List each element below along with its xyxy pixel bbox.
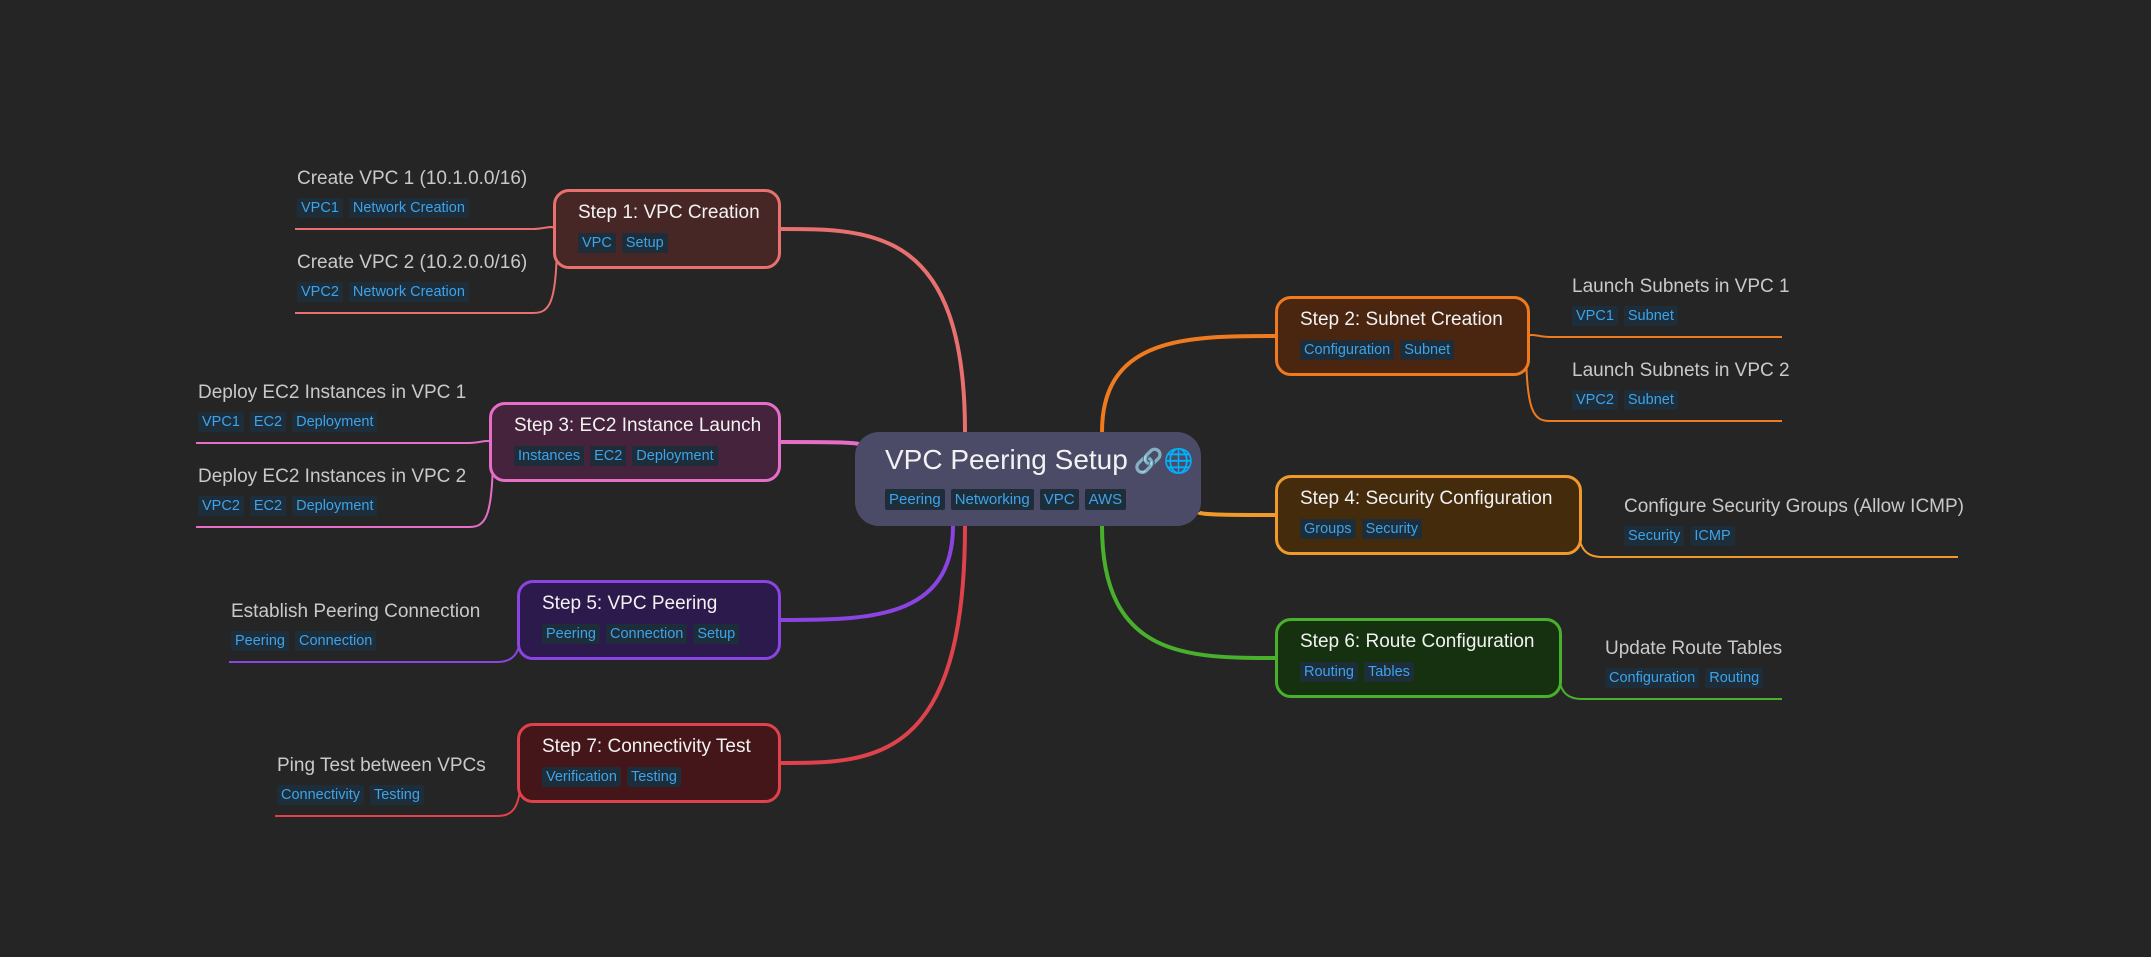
tag[interactable]: Routing xyxy=(1300,662,1358,682)
tag[interactable]: VPC1 xyxy=(297,198,343,218)
tag[interactable]: Deployment xyxy=(292,496,378,516)
tag[interactable]: Routing xyxy=(1705,668,1764,688)
leaf-node[interactable]: Configure Security Groups (Allow ICMP) Se… xyxy=(1624,496,1964,546)
tag[interactable]: Network Creation xyxy=(348,198,469,218)
tag[interactable]: EC2 xyxy=(249,496,287,516)
tag[interactable]: Setup xyxy=(693,624,740,644)
tag[interactable]: Connectivity xyxy=(277,785,364,805)
leaf-title: Create VPC 1 (10.1.0.0/16) xyxy=(297,168,528,189)
leaf-title: Create VPC 2 (10.2.0.0/16) xyxy=(297,252,528,273)
step-title: Step 4: Security Configuration xyxy=(1300,488,1553,509)
tag[interactable]: Setup xyxy=(621,233,668,253)
tag[interactable]: Subnet xyxy=(1623,306,1678,326)
tag[interactable]: AWS xyxy=(1084,489,1127,510)
tag[interactable]: Networking xyxy=(950,489,1034,510)
tag[interactable]: Connection xyxy=(294,631,377,651)
tag[interactable]: Groups xyxy=(1300,519,1356,539)
leaf-title: Configure Security Groups (Allow ICMP) xyxy=(1624,496,1964,517)
leaf-title: Deploy EC2 Instances in VPC 1 xyxy=(198,382,467,403)
tag[interactable]: Peering xyxy=(231,631,289,651)
tag[interactable]: VPC xyxy=(1039,489,1079,510)
step-title: Step 7: Connectivity Test xyxy=(542,736,751,757)
step-title: Step 2: Subnet Creation xyxy=(1300,309,1503,330)
step-title: Step 1: VPC Creation xyxy=(578,202,760,223)
tag[interactable]: Deployment xyxy=(632,446,718,466)
tag[interactable]: Configuration xyxy=(1300,340,1395,360)
tag[interactable]: Peering xyxy=(885,489,945,510)
tag[interactable]: VPC1 xyxy=(198,412,244,432)
tag[interactable]: VPC2 xyxy=(297,282,343,302)
tag[interactable]: Tables xyxy=(1363,662,1414,682)
leaf-title: Deploy EC2 Instances in VPC 2 xyxy=(198,466,467,487)
leaf-title: Ping Test between VPCs xyxy=(277,755,486,776)
leaf-title: Launch Subnets in VPC 2 xyxy=(1572,360,1790,381)
leaf-title: Establish Peering Connection xyxy=(231,601,481,622)
tag[interactable]: VPC1 xyxy=(1572,306,1618,326)
tag[interactable]: ICMP xyxy=(1690,526,1735,546)
step-title: Step 3: EC2 Instance Launch xyxy=(514,415,762,436)
tag[interactable]: Testing xyxy=(626,767,681,787)
tag[interactable]: Peering xyxy=(542,624,600,644)
tag[interactable]: Network Creation xyxy=(348,282,469,302)
tag[interactable]: VPC xyxy=(578,233,616,253)
tag[interactable]: VPC2 xyxy=(198,496,244,516)
tag[interactable]: Verification xyxy=(542,767,621,787)
tag[interactable]: EC2 xyxy=(590,446,627,466)
link-globe-icon: 🔗🌐 xyxy=(1133,448,1194,475)
tag[interactable]: EC2 xyxy=(249,412,287,432)
tag[interactable]: Configuration xyxy=(1605,668,1700,688)
step-title: Step 6: Route Configuration xyxy=(1300,631,1535,652)
step-title: Step 5: VPC Peering xyxy=(542,593,718,614)
root-title: VPC Peering Setup🔗🌐 xyxy=(885,444,1194,475)
tag[interactable]: Deployment xyxy=(292,412,378,432)
tag[interactable]: VPC2 xyxy=(1572,390,1618,410)
tag[interactable]: Connection xyxy=(605,624,688,644)
tag[interactable]: Security xyxy=(1624,526,1685,546)
leaf-title: Launch Subnets in VPC 1 xyxy=(1572,276,1790,297)
tag[interactable]: Security xyxy=(1361,519,1422,539)
tag[interactable]: Subnet xyxy=(1400,340,1455,360)
tag[interactable]: Testing xyxy=(369,785,424,805)
tag[interactable]: Instances xyxy=(514,446,585,466)
tag[interactable]: Subnet xyxy=(1623,390,1678,410)
leaf-title: Update Route Tables xyxy=(1605,638,1783,659)
